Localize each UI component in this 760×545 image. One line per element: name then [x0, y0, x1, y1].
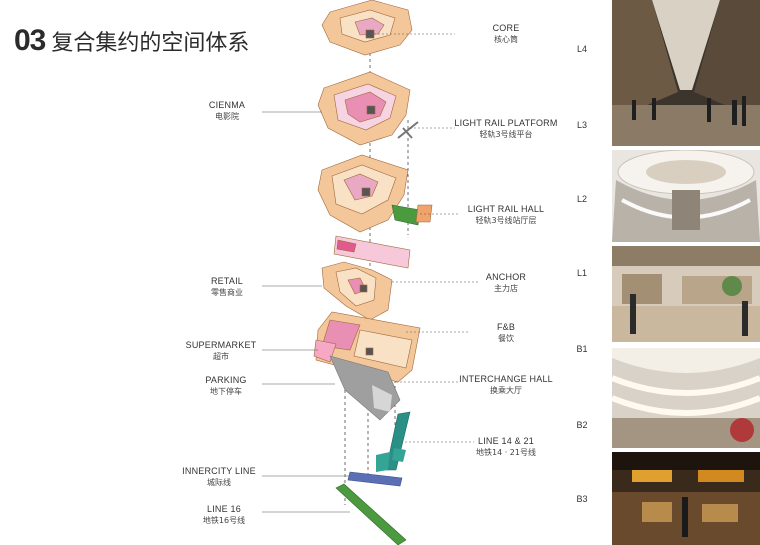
level-b3: B3	[570, 494, 594, 504]
curved-balcony-photo	[612, 348, 760, 448]
circular-atrium-photo	[612, 150, 760, 242]
label-anchor: ANCHOR 主力店	[476, 272, 536, 294]
label-parking: PARKING 地下停车	[190, 375, 262, 397]
label-light-rail-platform: LIGHT RAIL PLATFORM 轻轨3号线平台	[448, 118, 564, 140]
label-line-16: LINE 16 地铁16号线	[186, 504, 262, 526]
food-court-photo	[612, 452, 760, 545]
label-lrh-en: LIGHT RAIL HALL	[456, 204, 556, 215]
label-fnb-en: F&B	[486, 322, 526, 333]
floor-l2	[318, 155, 432, 232]
label-line16-cn: 地铁16号线	[186, 515, 262, 526]
label-anchor-en: ANCHOR	[476, 272, 536, 283]
level-l4: L4	[570, 44, 594, 54]
label-lrh-cn: 轻轨3号线站厅层	[456, 215, 556, 226]
label-supermarket: SUPERMARKET 超市	[180, 340, 262, 362]
line-14-21-tunnel	[376, 412, 410, 472]
floor-l4	[322, 0, 412, 55]
label-interchange-en: INTERCHANGE HALL	[456, 374, 556, 385]
level-b2: B2	[570, 420, 594, 430]
label-fnb-cn: 餐饮	[486, 333, 526, 344]
label-interchange-hall: INTERCHANGE HALL 换乘大厅	[456, 374, 556, 396]
label-retail-cn: 零售商业	[192, 287, 262, 298]
label-retail: RETAIL 零售商业	[192, 276, 262, 298]
floor-l1	[322, 236, 410, 320]
atrium-skylight-photo	[612, 0, 760, 146]
level-l3: L3	[570, 120, 594, 130]
label-core-cn: 核心筒	[456, 34, 556, 45]
label-parking-cn: 地下停车	[190, 386, 262, 397]
label-interchange-cn: 换乘大厅	[456, 385, 556, 396]
innercity-line-track	[348, 472, 402, 486]
label-core-en: CORE	[456, 23, 556, 34]
label-innercity-cn: 城际线	[176, 477, 262, 488]
label-cinema: CIENMA 电影院	[192, 100, 262, 122]
label-retail-en: RETAIL	[192, 276, 262, 287]
label-lrp-en: LIGHT RAIL PLATFORM	[448, 118, 564, 129]
level-l2: L2	[570, 194, 594, 204]
label-core: CORE 核心筒	[456, 23, 556, 45]
label-cinema-en: CIENMA	[192, 100, 262, 111]
label-lrp-cn: 轻轨3号线平台	[448, 129, 564, 140]
label-parking-en: PARKING	[190, 375, 262, 386]
label-fnb: F&B 餐饮	[486, 322, 526, 344]
label-cinema-cn: 电影院	[192, 111, 262, 122]
label-supermarket-cn: 超市	[180, 351, 262, 362]
level-l1: L1	[570, 268, 594, 278]
level-b1: B1	[570, 344, 594, 354]
line-16-track	[336, 484, 406, 545]
label-anchor-cn: 主力店	[476, 283, 536, 294]
label-line1421-en: LINE 14 & 21	[466, 436, 546, 447]
floor-l3	[318, 72, 418, 145]
label-supermarket-en: SUPERMARKET	[180, 340, 262, 351]
label-light-rail-hall: LIGHT RAIL HALL 轻轨3号线站厅层	[456, 204, 556, 226]
retail-hall-photo	[612, 246, 760, 342]
label-line1421-cn: 地铁14 · 21号线	[466, 447, 546, 458]
label-innercity-line: INNERCITY LINE 城际线	[176, 466, 262, 488]
label-innercity-en: INNERCITY LINE	[176, 466, 262, 477]
label-line16-en: LINE 16	[186, 504, 262, 515]
label-line-14-21: LINE 14 & 21 地铁14 · 21号线	[466, 436, 546, 458]
